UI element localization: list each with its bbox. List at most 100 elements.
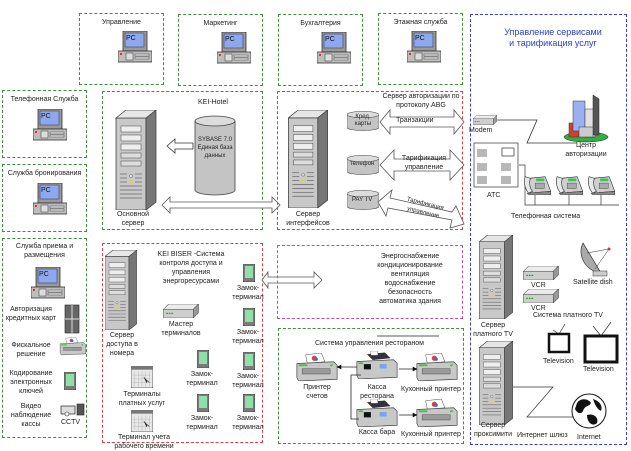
kei-hotel-box: KEI-Hotel Основной сервер SYBASE 7.0 Еди…: [102, 91, 263, 230]
main-server-label: Основной сервер: [116, 211, 150, 227]
modem-link: [497, 119, 577, 144]
lock-terminal-label: Замок-терминал: [232, 329, 264, 345]
access-server-label: Сервер доступа в номера: [106, 332, 138, 357]
bar-cash-label: Касса бара: [358, 429, 396, 436]
pbx-icon: [473, 142, 519, 188]
proxy-server-icon: [479, 341, 513, 425]
dept-label: Этажная служба: [393, 19, 448, 26]
services-title: Управление сервисами и тарификация услуг: [504, 27, 602, 48]
paytv-db-label: PAY TV: [352, 197, 373, 203]
reception-title: Служба приема и размещения: [15, 243, 74, 259]
vcr-icon: [523, 289, 559, 303]
auth-center-label: Центр авторизации: [565, 142, 607, 158]
gateway-label: Интернет шлюз: [517, 432, 568, 439]
biser-title: KEI BISER -Система контроля доступа и уп…: [157, 251, 225, 285]
booking-service-box: Служба бронирования: [2, 164, 87, 232]
paid-services-terminal-label: Терминалы платных услуг: [118, 391, 166, 407]
time-terminal-icon: [131, 410, 153, 432]
service-label: Телефонная Служба: [10, 96, 79, 103]
master-terminal-icon: [163, 304, 199, 318]
main-server-icon: [115, 110, 157, 210]
bill-printer-label: Принтер счетов: [303, 384, 331, 400]
dept-box-management: Управление: [79, 13, 164, 85]
vcr-icon: [523, 266, 559, 280]
paytv-server-label: Сервер платного TV: [473, 322, 513, 338]
restaurant-box: Система управления рестораном Принтер сч…: [278, 328, 464, 444]
dept-label: Бухгалтерия: [300, 20, 341, 27]
database-icon: [194, 115, 236, 196]
building-systems-box: Энергоснабжение кондиционирование вентил…: [277, 245, 463, 319]
pc-icon: [217, 32, 251, 64]
lock-terminal-label: Замок-терминал: [232, 415, 264, 431]
pc-icon: [118, 31, 152, 63]
paytv-server-icon: [479, 235, 513, 319]
restaurant-cash-label: Касса ресторана: [360, 384, 394, 400]
pc-icon: [33, 183, 67, 215]
restaurant-connections: [336, 364, 418, 420]
kitchen-printer-label: Кухонный принтер: [401, 386, 461, 393]
service-label: Служба бронирования: [7, 170, 82, 177]
cctv-device-label: CCTV: [61, 419, 81, 426]
restaurant-title: Система управления рестораном: [315, 340, 424, 347]
master-terminal-label: Мастер терминалов: [161, 321, 201, 337]
building-systems-label: Энергоснабжение кондиционирование вентил…: [377, 253, 443, 305]
access-server-icon: [105, 250, 137, 330]
fiscal-printer-icon: [59, 336, 87, 356]
credit-card-auth-label: Авторизация кредитных карт: [5, 306, 57, 322]
database-label: SYBASE 7.0 Единая база данных: [197, 137, 233, 159]
lock-terminal-label: Замок-терминал: [186, 415, 218, 431]
biser-building-arrow: [261, 270, 323, 290]
biser-box: Сервер доступа в номера KEI BISER -Систе…: [102, 243, 264, 450]
modem-label: Modem: [469, 127, 493, 134]
proxy-server-label: Сервер проксимити: [474, 422, 512, 438]
time-terminal-label: Терминал учета рабочего времени: [114, 434, 174, 450]
separator-line: [377, 335, 439, 337]
services-box: Управление сервисами и тарификация услуг…: [469, 14, 627, 445]
television-label: Television: [583, 366, 614, 373]
lock-terminal-icon: [197, 350, 209, 368]
dept-box-marketing: Маркетинг: [178, 14, 263, 86]
lock-terminal-icon: [243, 352, 255, 370]
television-icon: [583, 321, 619, 364]
dept-box-floor-service: Этажная служба: [378, 13, 463, 85]
cctv-camera-icon: [60, 403, 85, 417]
satellite-dish-label: Satellite dish: [573, 279, 613, 286]
pc-icon: [33, 109, 67, 141]
transactions-label: Транзакции: [396, 117, 434, 124]
dept-label: Управление: [102, 19, 141, 26]
vcr-label: VCR: [531, 305, 546, 312]
internet-label: Internet: [577, 434, 601, 441]
key-encoder-icon: [64, 372, 76, 390]
satellite-dish-icon: [580, 242, 611, 277]
phone-billing-arrow: [379, 148, 465, 182]
vcr-label: VCR: [531, 282, 546, 289]
pc-icon: [31, 267, 65, 299]
phone-system-label: Телефонная система: [511, 213, 581, 220]
fiscal-label: Фискальное решение: [11, 342, 51, 358]
abg-auth-label: Сервер авторизации по протоколу ABG: [382, 93, 460, 109]
transactions-arrow: [379, 108, 465, 136]
phone-icon: [523, 173, 551, 195]
db-to-server-arrow: [166, 138, 194, 154]
cctv-label: Видео наблюдение кассы: [10, 403, 52, 428]
reception-box: Служба приема и размещения Авторизация к…: [2, 238, 87, 438]
phone-billing-label: Тарификация управление: [401, 155, 447, 171]
phone-db-label: телефон: [350, 161, 375, 167]
lock-terminal-label: Замок-терминал: [232, 373, 264, 389]
pc-icon: [317, 32, 351, 64]
phone-icon: [555, 173, 583, 195]
dept-label: Маркетинг: [203, 20, 238, 27]
paid-services-terminal-icon: [131, 366, 153, 388]
interface-server-box: Сервер интерфейсов Сервер авторизации по…: [277, 91, 465, 230]
key-encoding-label: Кодирование электронных ключей: [9, 370, 53, 395]
television-label: Television: [543, 358, 574, 365]
paytv-system-label: Система платного TV: [533, 312, 603, 319]
dept-box-accounting: Бухгалтерия: [278, 14, 363, 86]
modem-icon: [473, 115, 497, 125]
hotel-interface-bidirectional-arrow: [161, 196, 281, 214]
lock-terminal-label: Замок-терминал: [232, 285, 264, 301]
credit-card-db-label: Кред. карты: [354, 114, 372, 127]
gateway-link: [513, 386, 579, 418]
pc-icon: [407, 31, 441, 63]
lock-terminal-label: Замок-терминал: [186, 371, 218, 387]
